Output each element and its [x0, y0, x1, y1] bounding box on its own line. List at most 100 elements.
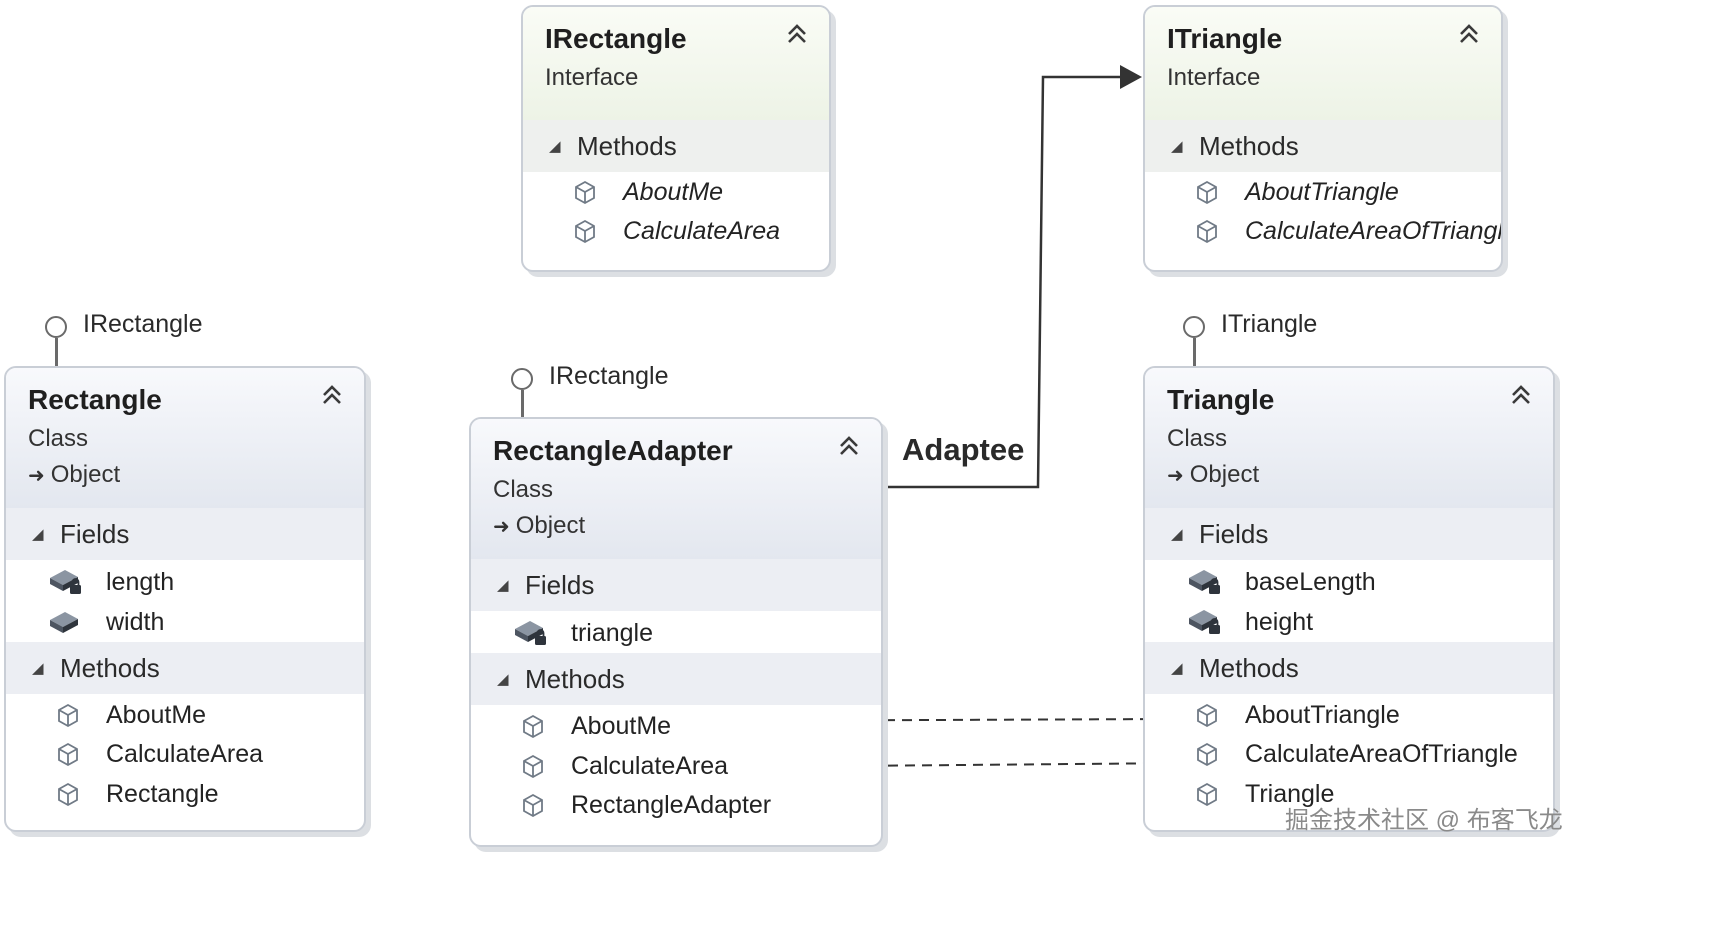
rectangle-base-class: ➜ Object — [28, 461, 120, 489]
member-calculateareaoftriangle[interactable]: CalculateAreaOfTriangle — [1145, 735, 1553, 773]
adapter-fields-section[interactable]: ◢ Fields — [471, 559, 881, 611]
member-abouttriangle[interactable]: AboutTriangle — [1145, 696, 1553, 734]
member-name: CalculateArea — [623, 216, 781, 245]
method-icon — [48, 700, 88, 730]
section-label: Methods — [1199, 130, 1299, 161]
member-name: AboutMe — [571, 711, 672, 740]
collapse-icon[interactable] — [318, 380, 346, 408]
interface-circle-icon — [511, 368, 533, 390]
member-name: CalculateAreaOfTriangle — [1245, 739, 1518, 768]
lollipop-label: ITriangle — [1221, 310, 1318, 338]
triangle-header: Triangle Class ➜ Object — [1145, 368, 1553, 508]
private-field-icon — [1187, 607, 1227, 637]
member-aboutme[interactable]: AboutMe — [523, 173, 829, 211]
member-aboutme[interactable]: AboutMe — [6, 696, 364, 734]
member-aboutme[interactable]: AboutMe — [471, 707, 881, 745]
method-icon — [513, 711, 553, 741]
method-icon — [1187, 177, 1227, 207]
irectangle-title: IRectangle — [545, 23, 687, 54]
member-width[interactable]: width — [6, 603, 364, 641]
expand-triangle-icon[interactable]: ◢ — [549, 138, 561, 155]
rectangle-header: Rectangle Class ➜ Object — [6, 368, 364, 508]
collapse-icon[interactable] — [783, 19, 811, 47]
member-name: CalculateAreaOfTriangle — [1245, 216, 1503, 245]
expand-triangle-icon[interactable]: ◢ — [32, 660, 44, 677]
member-calculatearea[interactable]: CalculateArea — [471, 747, 881, 785]
irectangle-methods-section[interactable]: ◢ Methods — [523, 120, 829, 172]
method-icon — [48, 779, 88, 809]
irectangle-interface-box[interactable]: IRectangle Interface ◢ Methods AboutMe C… — [521, 5, 831, 272]
member-name: AboutTriangle — [1245, 177, 1399, 206]
member-height[interactable]: height — [1145, 603, 1553, 641]
rectangle-class-box[interactable]: Rectangle Class ➜ Object ◢ Fields length… — [4, 366, 366, 832]
section-label: Fields — [1199, 518, 1269, 549]
expand-triangle-icon[interactable]: ◢ — [1171, 138, 1183, 155]
adapter-title: RectangleAdapter — [493, 435, 733, 466]
adaptee-association-line — [884, 75, 1122, 489]
expand-triangle-icon[interactable]: ◢ — [32, 526, 44, 543]
triangle-fields-section[interactable]: ◢ Fields — [1145, 508, 1553, 560]
rectangle-methods-section[interactable]: ◢ Methods — [6, 642, 364, 694]
section-label: Methods — [60, 652, 160, 683]
expand-triangle-icon[interactable]: ◢ — [1171, 526, 1183, 543]
member-length[interactable]: length — [6, 563, 364, 601]
rectangle-kind: Class — [28, 425, 89, 452]
member-name: AboutMe — [623, 177, 724, 206]
private-field-icon — [513, 618, 553, 648]
interface-circle-icon — [45, 316, 67, 338]
method-icon — [513, 790, 553, 820]
method-icon — [513, 751, 553, 781]
adapter-methods-section[interactable]: ◢ Methods — [471, 653, 881, 705]
member-name: AboutTriangle — [1245, 700, 1400, 729]
adaptee-arrowhead — [1120, 65, 1142, 89]
triangle-kind: Class — [1167, 425, 1228, 452]
expand-triangle-icon[interactable]: ◢ — [497, 671, 509, 688]
member-rectangle[interactable]: Rectangle — [6, 775, 364, 813]
member-name: baseLength — [1245, 567, 1376, 596]
rectangleadapter-class-box[interactable]: RectangleAdapter Class ➜ Object ◢ Fields… — [469, 417, 883, 847]
member-triangle[interactable]: triangle — [471, 614, 881, 652]
base-class-name: Object — [515, 512, 586, 539]
triangle-methods-section[interactable]: ◢ Methods — [1145, 642, 1553, 694]
inheritance-arrow-icon: ➜ — [1167, 464, 1184, 487]
watermark: 掘金技术社区 @ 布客飞龙 — [1285, 807, 1563, 834]
itriangle-methods-section[interactable]: ◢ Methods — [1145, 120, 1501, 172]
lollipop-stem — [521, 390, 524, 418]
triangle-title: Triangle — [1167, 384, 1275, 415]
adaptee-association-label[interactable]: Adaptee — [902, 432, 1025, 467]
member-name: Triangle — [1245, 779, 1335, 808]
expand-triangle-icon[interactable]: ◢ — [497, 577, 509, 594]
section-label: Methods — [525, 663, 625, 694]
inheritance-arrow-icon: ➜ — [493, 515, 510, 538]
method-icon — [1187, 216, 1227, 246]
irectangle-kind: Interface — [545, 64, 639, 91]
section-label: Fields — [60, 518, 130, 549]
lollipop-stem — [55, 338, 58, 366]
lollipop-stem — [1193, 338, 1196, 366]
base-class-name: Object — [1189, 461, 1260, 488]
member-calculatearea[interactable]: CalculateArea — [523, 212, 829, 250]
lollipop-label: IRectangle — [83, 310, 203, 338]
member-baselength[interactable]: baseLength — [1145, 563, 1553, 601]
member-abouttriangle[interactable]: AboutTriangle — [1145, 173, 1501, 211]
method-icon — [48, 739, 88, 769]
triangle-class-box[interactable]: Triangle Class ➜ Object ◢ Fields baseLen… — [1143, 366, 1555, 832]
member-calculateareaoftriangle[interactable]: CalculateAreaOfTriangle — [1145, 212, 1501, 250]
member-name: CalculateArea — [571, 751, 729, 780]
rectangle-fields-section[interactable]: ◢ Fields — [6, 508, 364, 560]
expand-triangle-icon[interactable]: ◢ — [1171, 660, 1183, 677]
collapse-icon[interactable] — [835, 431, 863, 459]
member-triangle-ctor[interactable]: Triangle — [1145, 775, 1553, 813]
itriangle-interface-box[interactable]: ITriangle Interface ◢ Methods AboutTrian… — [1143, 5, 1503, 272]
itriangle-kind: Interface — [1167, 64, 1261, 91]
collapse-icon[interactable] — [1507, 380, 1535, 408]
member-name: CalculateArea — [106, 739, 264, 768]
base-class-name: Object — [50, 461, 121, 488]
member-calculatearea[interactable]: CalculateArea — [6, 735, 364, 773]
triangle-base-class: ➜ Object — [1167, 461, 1259, 489]
adapter-kind: Class — [493, 476, 554, 503]
field-icon — [48, 607, 88, 637]
collapse-icon[interactable] — [1455, 19, 1483, 47]
member-rectangleadapter[interactable]: RectangleAdapter — [471, 786, 881, 824]
adapter-base-class: ➜ Object — [493, 512, 585, 540]
